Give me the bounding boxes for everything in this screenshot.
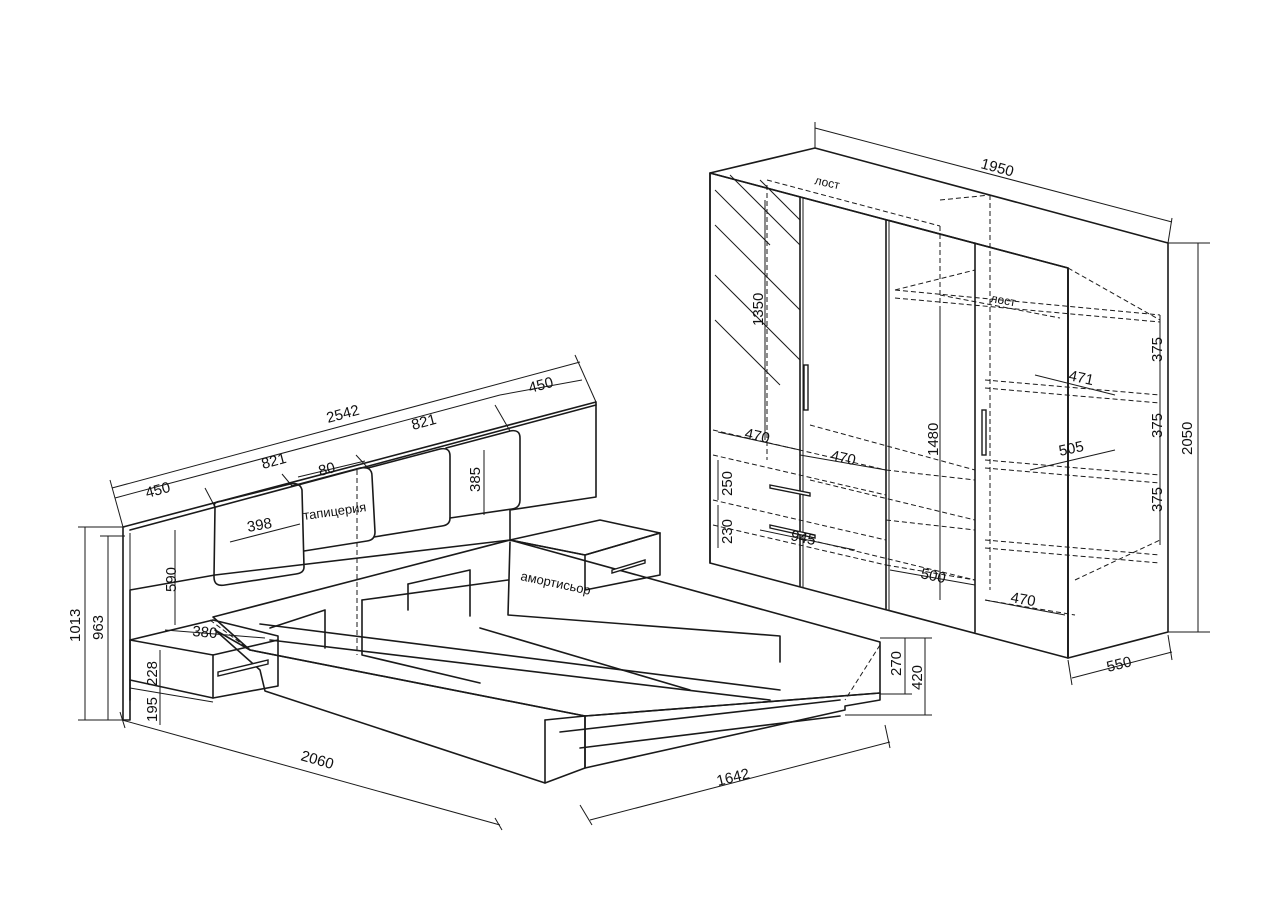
wardrobe-drawing: 1950 2050 550 1350 1480 375 375 375 471 … — [709, 122, 1210, 686]
dim-2542: 2542 — [325, 402, 362, 427]
dim-250: 250 — [719, 471, 736, 496]
mirror-hatch — [714, 174, 801, 386]
headboard-panel — [122, 401, 597, 721]
label-rod-left: лост — [813, 173, 841, 192]
dim-471: 471 — [1067, 367, 1095, 389]
dim-375-2: 375 — [1149, 413, 1166, 438]
dim-1480: 1480 — [925, 423, 942, 456]
dim-375-1: 375 — [1149, 337, 1166, 362]
nightstand-left — [129, 619, 279, 703]
cushion-2 — [291, 466, 376, 552]
dim-80: 80 — [317, 459, 338, 480]
label-rod-right: лост — [989, 291, 1017, 309]
nightstand-handle — [217, 659, 269, 677]
dim-230: 230 — [719, 519, 736, 544]
dim-450-left: 450 — [144, 479, 173, 502]
cushion-4 — [445, 429, 521, 519]
dim-375-3: 375 — [1149, 487, 1166, 512]
dim-2050: 2050 — [1179, 422, 1196, 455]
dim-195: 195 — [144, 697, 161, 722]
dim-550: 550 — [1105, 653, 1133, 676]
dim-821-right: 821 — [410, 411, 439, 434]
dim-228: 228 — [144, 661, 161, 686]
door-handle-left — [803, 364, 809, 411]
dim-945: 945 — [789, 527, 817, 549]
label-shock-absorber: амортисьор — [519, 568, 592, 597]
dim-500: 500 — [919, 565, 947, 587]
dim-470-mid: 470 — [829, 447, 857, 469]
dim-398: 398 — [246, 515, 274, 536]
door-handle-right — [981, 409, 987, 456]
dim-2060: 2060 — [299, 748, 336, 774]
dim-420: 420 — [909, 665, 926, 690]
dim-385: 385 — [467, 467, 484, 492]
dim-270: 270 — [888, 651, 905, 676]
dim-1642: 1642 — [715, 765, 751, 790]
bed-dimensions — [78, 354, 932, 831]
dim-590: 590 — [163, 567, 180, 592]
dim-963: 963 — [90, 615, 107, 640]
dim-505: 505 — [1057, 438, 1085, 460]
dim-1950: 1950 — [979, 155, 1016, 180]
wardrobe-hidden-lines — [712, 179, 1161, 616]
cushion-3 — [367, 447, 451, 538]
cushion-group — [213, 429, 521, 587]
bed-drawing: 2542 450 450 821 821 80 398 385 590 1013… — [67, 354, 932, 831]
dim-380: 380 — [192, 623, 218, 642]
dim-470-inner: 470 — [1009, 589, 1037, 610]
dim-1013: 1013 — [67, 609, 84, 642]
wardrobe-dimension-labels: 1950 2050 550 1350 1480 375 375 375 471 … — [719, 155, 1196, 675]
nightstand-right — [509, 519, 661, 591]
dim-1350: 1350 — [750, 293, 767, 326]
dim-450-right: 450 — [527, 374, 556, 397]
cushion-1 — [213, 482, 305, 587]
wardrobe-dimensions — [717, 122, 1210, 686]
dim-821-left: 821 — [260, 450, 289, 473]
dim-470-left: 470 — [743, 425, 771, 447]
